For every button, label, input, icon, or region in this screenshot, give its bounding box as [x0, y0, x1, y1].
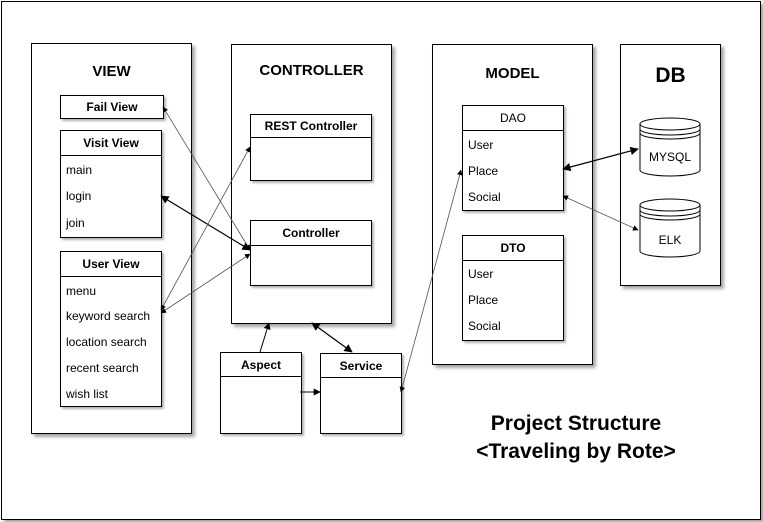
project-title-line-1: Project Structure [490, 412, 662, 435]
user-view-box: User View menu keyword search location s… [60, 251, 162, 407]
dto-title: DTO [463, 236, 563, 261]
model-panel-title: MODEL [485, 65, 540, 82]
dto-item-social: Social [468, 319, 501, 333]
user-view-item-recent-search: recent search [66, 361, 139, 375]
service-title: Service [321, 354, 401, 378]
fail-view-label: Fail View [86, 100, 138, 114]
controller-box: Controller [250, 220, 372, 286]
user-view-item-menu: menu [66, 284, 97, 298]
elk-label: ELK [658, 233, 682, 247]
controller-title: Controller [251, 221, 371, 246]
dto-box: DTO User Place Social [462, 235, 564, 341]
aspect-title: Aspect [221, 353, 301, 377]
rest-controller-box: REST Controller [250, 114, 372, 181]
aspect-box: Aspect [220, 352, 302, 434]
mysql-cylinder-shape [639, 117, 701, 177]
visit-view-item-login: login [66, 189, 92, 203]
elk-database-icon: ELK [638, 198, 702, 260]
user-view-item-location-search: location search [66, 335, 147, 349]
dao-title: DAO [463, 106, 563, 131]
service-box: Service [320, 353, 402, 434]
dto-item-place: Place [468, 293, 499, 307]
controller-panel-title: CONTROLLER [259, 62, 364, 79]
mysql-label: MYSQL [648, 150, 691, 164]
project-title: Project Structure <Traveling by Rote> [426, 410, 726, 466]
user-view-item-wish-list: wish list [66, 387, 109, 401]
user-view-title: User View [61, 252, 161, 277]
visit-view-box: Visit View main login join [60, 130, 162, 238]
mysql-database-icon: MYSQL [638, 117, 702, 179]
project-title-line-2: <Traveling by Rote> [476, 440, 676, 463]
visit-view-item-join: join [66, 216, 85, 230]
elk-cylinder-shape [639, 198, 701, 258]
user-view-item-keyword-search: keyword search [66, 309, 151, 323]
dao-item-social: Social [468, 190, 501, 204]
view-panel-title: VIEW [92, 63, 131, 80]
visit-view-title: Visit View [61, 131, 161, 156]
dao-box: DAO User Place Social [462, 105, 564, 211]
dto-item-user: User [468, 267, 494, 281]
rest-controller-title: REST Controller [251, 115, 371, 138]
dao-item-place: Place [468, 164, 499, 178]
dao-item-user: User [468, 138, 494, 152]
db-panel-title: DB [655, 64, 686, 87]
fail-view-box: Fail View [60, 95, 164, 119]
visit-view-item-main: main [66, 163, 93, 177]
